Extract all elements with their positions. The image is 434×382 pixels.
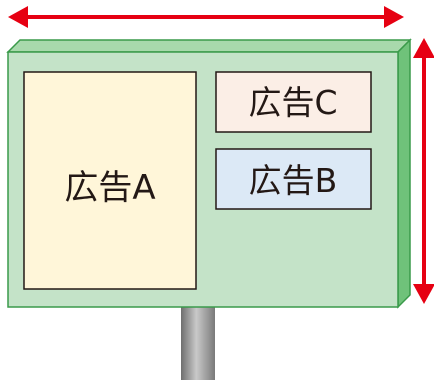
ad-a-label: 広告A (64, 168, 155, 208)
ad-b-panel: 広告B (215, 148, 372, 210)
ad-c-panel: 広告C (215, 71, 372, 133)
pole (181, 304, 215, 380)
ad-a-panel: 広告A (23, 71, 197, 290)
width-arrow (8, 6, 404, 28)
ad-b-label: 広告B (249, 161, 338, 200)
board-side (397, 38, 411, 309)
board-top (6, 39, 412, 53)
ad-c-label: 広告C (248, 83, 337, 122)
height-arrow (413, 38, 434, 304)
